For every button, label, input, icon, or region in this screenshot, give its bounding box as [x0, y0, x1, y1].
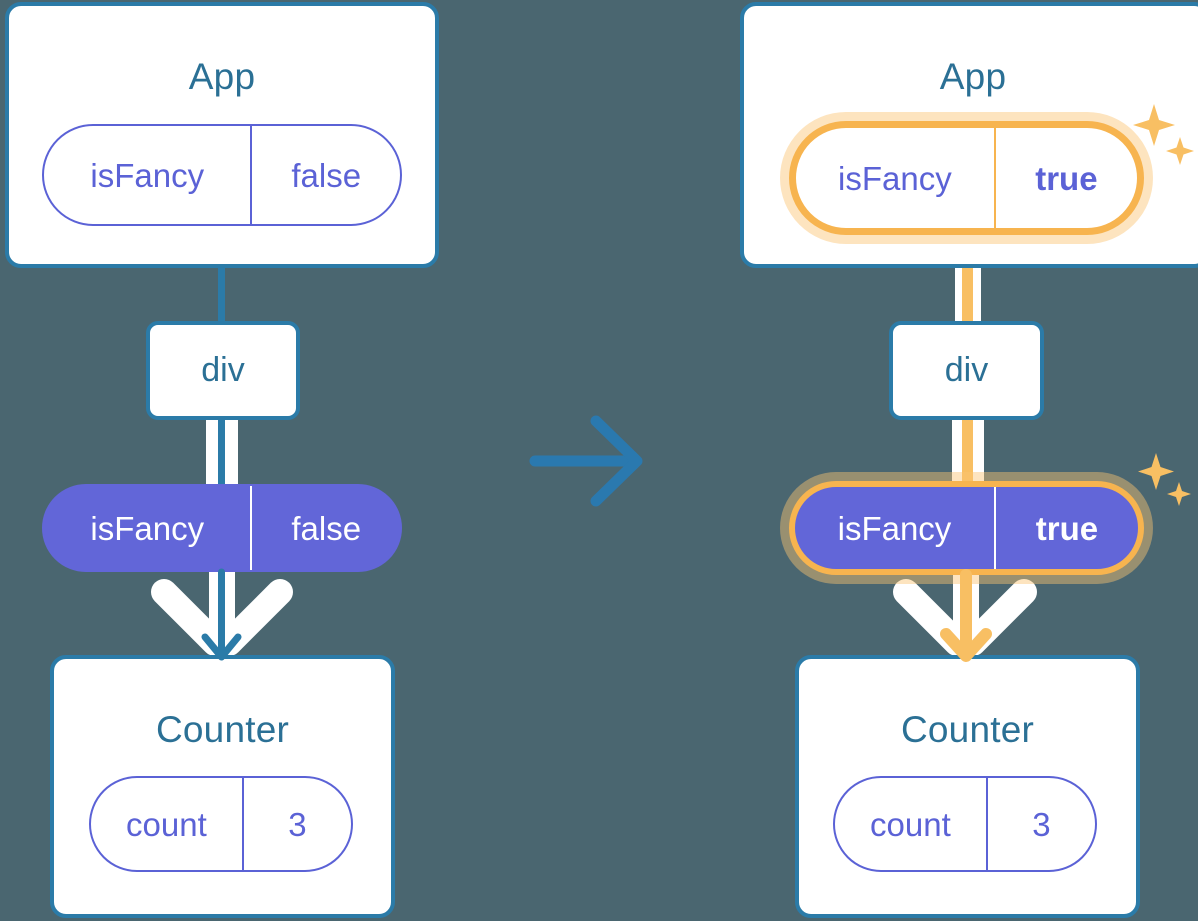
- connector-div-to-prop-right: [962, 417, 973, 497]
- state-key: count: [870, 805, 951, 843]
- state-key: isFancy: [90, 156, 205, 194]
- panel-title-app-left: App: [188, 56, 256, 97]
- state-value: 3: [985, 778, 1095, 870]
- connector-app-to-div-right: [962, 228, 973, 326]
- prop-key: isFancy: [90, 509, 205, 547]
- sparkles-icon-app-right: [1133, 104, 1194, 165]
- state-key: count: [126, 805, 207, 843]
- state-key: isFancy: [838, 159, 952, 197]
- node-div-right: div: [889, 321, 1044, 420]
- state-value: false: [250, 126, 400, 224]
- prop-pill-isfancy-right: isFancy true: [789, 481, 1144, 575]
- panel-title-counter-right: Counter: [900, 709, 1035, 750]
- state-pill-count-counter-right: count 3: [833, 776, 1097, 872]
- state-pill-isfancy-app-left: isFancy false: [42, 124, 402, 226]
- panel-title-app-right: App: [939, 56, 1007, 97]
- state-pill-count-counter-left: count 3: [89, 776, 353, 872]
- node-div-left: div: [146, 321, 300, 420]
- prop-value: false: [250, 486, 400, 570]
- prop-pill-isfancy-left: isFancy false: [42, 484, 402, 572]
- prop-value: true: [993, 487, 1138, 569]
- sparkles-icon-prop-right: [1138, 453, 1191, 506]
- connector-div-to-prop-left: [218, 418, 225, 496]
- state-pill-isfancy-app-right: isFancy true: [789, 121, 1144, 235]
- panel-title-counter-left: Counter: [155, 709, 290, 750]
- connector-app-to-div-left: [218, 268, 225, 323]
- state-value: 3: [241, 778, 351, 870]
- state-value: true: [993, 128, 1137, 228]
- prop-key: isFancy: [837, 509, 952, 547]
